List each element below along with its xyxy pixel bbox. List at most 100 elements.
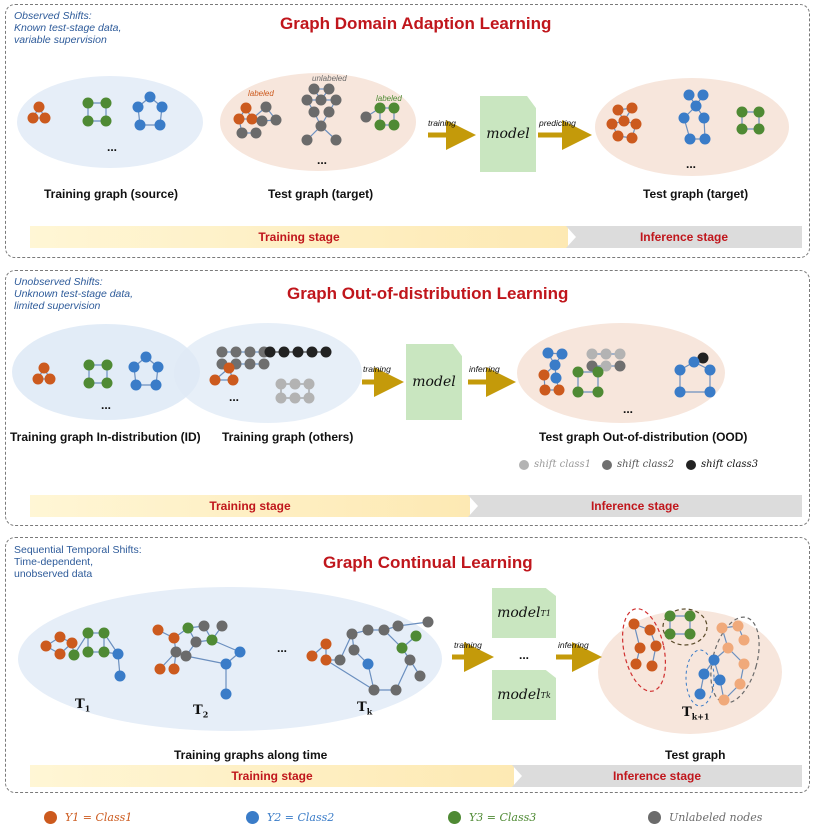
predicting-arrow-label: predicting [539,118,576,128]
class2-dot [246,811,259,824]
graph-node [246,113,258,125]
legend-class1: Y1 = Class1 [44,811,132,824]
graph-node [630,118,642,130]
time-sub: 2 [202,709,209,720]
graph-node [378,624,390,636]
unlabeled-dot [648,811,661,824]
graph-node [556,348,568,360]
graph-node [612,130,624,142]
graph-node [732,620,744,632]
graph-node [716,622,728,634]
graph-node [736,106,748,118]
graph-node [68,649,80,661]
graph-node [334,654,346,666]
graph-node [614,348,626,360]
graph-node [38,362,50,374]
graph-node [388,119,400,131]
graph-node [220,658,232,670]
training-stage-bar: Training stage [30,765,514,787]
graph-node [140,351,152,363]
time-sub: 1 [84,703,91,714]
training-graphs-ellipse [18,587,442,731]
panel2-title: Graph Out-of-distribution Learning [287,284,569,303]
graph-node [303,378,315,390]
ellipsis: ... [623,402,634,416]
graph-node [644,624,656,636]
graph-node [152,361,164,373]
graph-edge [185,655,227,665]
graph-node [368,684,380,696]
legend-class2: Y2 = Class2 [246,811,334,824]
graph-node [684,610,696,622]
shift-class1-text: shift class1 [534,459,592,470]
graph-node [256,115,268,127]
graph-node [704,364,716,376]
graph-node [683,89,695,101]
unlabeled-tag: unlabeled [312,74,347,83]
graph-node [626,102,638,114]
graph-node [698,668,710,680]
test-graph-ellipse [598,610,782,734]
graph-node [388,102,400,114]
graph-node [362,658,374,670]
graph-node [33,101,45,113]
labeled-tag: labeled [376,94,402,103]
target-label: Test graph (target) [268,187,374,201]
note-line: unobserved data [14,568,93,580]
note-line: Time-dependent, [14,556,93,568]
graph-node [410,630,422,642]
graph-node [40,640,52,652]
note-line: limited supervision [14,300,101,312]
time-letter: T [357,700,367,715]
graph-node [130,379,142,391]
shift-class3-dot [686,459,696,470]
note-line: Unknown test-stage data, [14,288,134,300]
graph-node [264,346,276,358]
graph-node [697,352,709,364]
graph-node [396,642,408,654]
graph-node [220,688,232,700]
graph-node [54,648,66,660]
graph-node [270,114,282,126]
inference-stage-bar: Inference stage [468,495,802,517]
ellipsis: ... [229,390,240,404]
ood-label: Test graph Out-of-distribution (OOD) [539,430,748,444]
model-sub: T1 [540,608,551,618]
graph-node [708,654,720,666]
class3-dot [448,811,461,824]
graph-node [699,133,711,145]
test-graph-label: Test graph [665,748,726,762]
training-arrow-label: training [428,118,456,128]
id-label: Training graph In-distribution (ID) [10,430,201,444]
inferring-arrow-label: inferring [469,364,500,374]
time-letter: T [682,705,692,720]
note-line: Sequential Temporal Shifts: [14,544,142,556]
graph-node [612,104,624,116]
graph-node [718,694,730,706]
graph-node [714,674,726,686]
graph-node [684,628,696,640]
graph-nodes [27,83,765,706]
source-label: Training graph (source) [44,187,179,201]
cluster-outline [662,608,708,646]
graph-node [360,111,372,123]
graph-node [592,386,604,398]
model-box: model [480,96,536,172]
graph-node [704,386,716,398]
graph-node [306,346,318,358]
graph-edge [325,659,375,691]
id-graph-ellipse [12,324,200,420]
shift-class2-text: shift class2 [617,459,675,470]
graph-node [753,106,765,118]
time-label-t2: T2 [193,703,208,720]
graph-node [323,83,335,95]
legend-text: Unlabeled nodes [669,811,763,824]
graph-node [697,89,709,101]
panel-domain-adaption [5,4,810,258]
graph-node [320,638,332,650]
graph-node [738,634,750,646]
graph-node [690,100,702,112]
labeled-tag: labeled [248,89,274,98]
graph-node [674,386,686,398]
graph-node [738,658,750,670]
